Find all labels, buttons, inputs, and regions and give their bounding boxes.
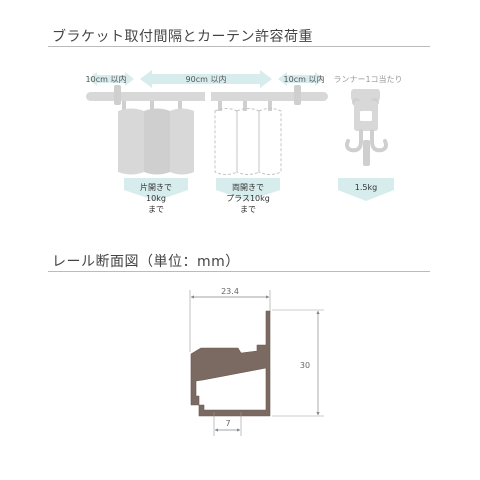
left-curtain [118, 101, 194, 175]
left-bracket [114, 85, 121, 105]
runner-load-arrow [338, 178, 394, 201]
bottom-dimension-label: 7 [225, 419, 230, 428]
right-bracket [294, 85, 301, 105]
width-dimension-label: 23.4 [221, 287, 239, 296]
runner-illustration [345, 89, 388, 166]
cross-section-divider [48, 271, 430, 272]
height-dimension [272, 309, 324, 417]
left-gap-arrow [88, 72, 134, 86]
right-gap-label: 10cm 以内 [284, 74, 325, 84]
runner-load-value: 1.5kg [355, 183, 377, 192]
rail-split-gap [205, 91, 211, 102]
center-gap-arrow [140, 70, 272, 88]
left-load-line-1: 片開きで [140, 182, 172, 192]
rail-profile [190, 310, 271, 417]
center-load-line-2: プラス10kg [226, 194, 270, 203]
runner-label: ランナー1コ当たり [333, 74, 402, 84]
center-gap-label: 90cm 以内 [186, 74, 227, 84]
center-load-arrow [216, 178, 280, 201]
center-load-line-3: まで [240, 205, 256, 214]
center-load-line-1: 両開きで [232, 183, 264, 192]
right-gap-arrow [278, 72, 324, 86]
left-load-line-3: まで [148, 205, 164, 214]
left-gap-label: 10cm 以内 [86, 74, 127, 84]
left-load-arrow [124, 178, 188, 201]
bracket-section-title: ブラケット取付間隔とカーテン許容荷重 [52, 29, 313, 45]
width-dimension [189, 290, 271, 352]
center-curtain [214, 101, 282, 175]
bottom-dimension [213, 412, 242, 436]
bracket-section-divider [48, 46, 430, 47]
height-dimension-label: 30 [300, 361, 310, 370]
cross-section-title: レール断面図（単位：mm） [52, 254, 240, 270]
left-load-line-2: 10kg [146, 194, 166, 203]
